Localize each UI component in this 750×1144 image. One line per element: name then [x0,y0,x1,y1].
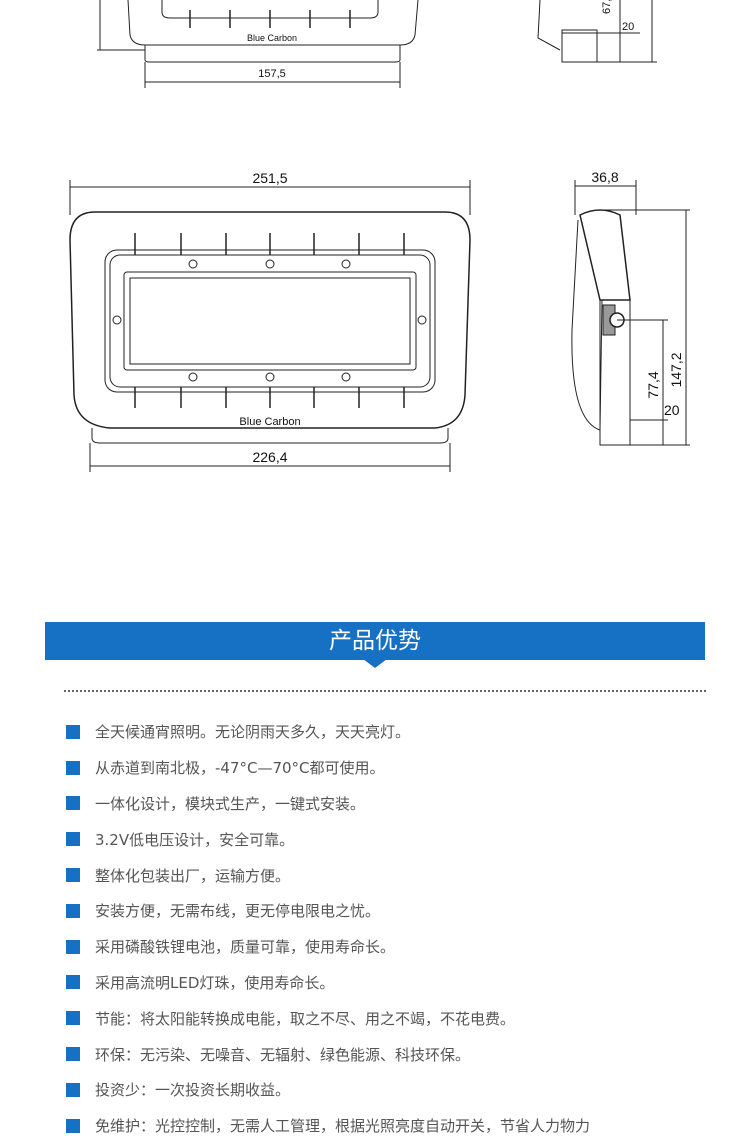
bullet-square-icon [66,975,80,990]
feature-text: 节能：将太阳能转换成电能，取之不尽、用之不竭，不花电费。 [95,1009,516,1028]
bullet-square-icon [66,832,80,847]
width-label: 157,5 [258,68,286,80]
feature-list: 全天候通宵照明。无论阴雨天多久，天天亮灯。 从赤道到南北极，-47°C—70°C… [66,714,590,1144]
bottom-width-label: 226,4 [252,449,287,465]
bullet-square-icon [66,1082,80,1097]
feature-text: 采用磷酸铁锂电池，质量可靠，使用寿命长。 [95,938,396,957]
feature-text: 采用高流明LED灯珠，使用寿命长。 [95,973,335,992]
bullet-square-icon [66,796,80,811]
height-label-1: 77,4 [645,371,661,398]
top-width-label: 251,5 [252,170,287,186]
brand-label: Blue Carbon [239,416,300,428]
main-side-view: 36,8 77,4 147,2 20 [571,169,690,446]
bullet-square-icon [66,868,80,883]
section-title: 产品优势 [329,628,421,654]
banner-notch [363,659,387,668]
list-item: 从赤道到南北极，-47°C—70°C都可使用。 [66,750,590,786]
bullet-square-icon [66,1011,80,1026]
technical-drawings: 157,5 Blue Carbon 20 67,4 251,5 Blue Car… [69,0,690,472]
feature-text: 3.2V低电压设计，安全可靠。 [95,830,295,849]
feature-text: 免维护：光控控制，无需人工管理，根据光照亮度自动开关，节省人力物力 [95,1117,591,1136]
top-front-view: 157,5 Blue Carbon [97,0,419,88]
feature-text: 投资少：一次投资长期收益。 [95,1081,291,1100]
list-item: 全天候通宵照明。无论阴雨天多久，天天亮灯。 [66,714,590,750]
top-side-view: 20 67,4 [537,0,657,63]
feature-text: 一体化设计，模块式生产，一键式安装。 [95,794,366,813]
height-label-b: 20 [622,21,634,33]
list-item: 整体化包装出厂，运输方便。 [66,857,590,893]
depth-label: 36,8 [591,169,618,185]
feature-text: 从赤道到南北极，-47°C—70°C都可使用。 [95,759,385,778]
list-item: 采用高流明LED灯珠，使用寿命长。 [66,965,590,1001]
bullet-square-icon [66,939,80,954]
bullet-square-icon [66,1118,80,1133]
list-item: 3.2V低电压设计，安全可靠。 [66,821,590,857]
bullet-square-icon [66,1047,80,1062]
list-item: 环保：无污染、无噪音、无辐射、绿色能源、科技环保。 [66,1036,590,1072]
height-label-2: 147,2 [668,352,684,387]
list-item: 节能：将太阳能转换成电能，取之不尽、用之不竭，不花电费。 [66,1000,590,1036]
bullet-square-icon [66,760,80,775]
list-item: 安装方便，无需布线，更无停电限电之忧。 [66,893,590,929]
main-front-view: 251,5 Blue Carbon 226,4 [69,170,471,472]
list-item: 投资少：一次投资长期收益。 [66,1072,590,1108]
height-label-a: 67,4 [601,0,613,14]
feature-text: 全天候通宵照明。无论阴雨天多久，天天亮灯。 [95,723,411,742]
dotted-divider [64,690,706,692]
list-item: 免维护：光控控制，无需人工管理，根据光照亮度自动开关，节省人力物力 [66,1108,590,1144]
feature-text: 安装方便，无需布线，更无停电限电之忧。 [95,902,381,921]
bullet-square-icon [66,724,80,739]
brand-label: Blue Carbon [247,33,297,43]
list-item: 一体化设计，模块式生产，一键式安装。 [66,786,590,822]
height-label-3: 20 [664,402,680,418]
bullet-square-icon [66,903,80,918]
list-item: 采用磷酸铁锂电池，质量可靠，使用寿命长。 [66,929,590,965]
section-banner: 产品优势 [45,622,705,660]
feature-text: 整体化包装出厂，运输方便。 [95,866,291,885]
feature-text: 环保：无污染、无噪音、无辐射、绿色能源、科技环保。 [95,1045,471,1064]
